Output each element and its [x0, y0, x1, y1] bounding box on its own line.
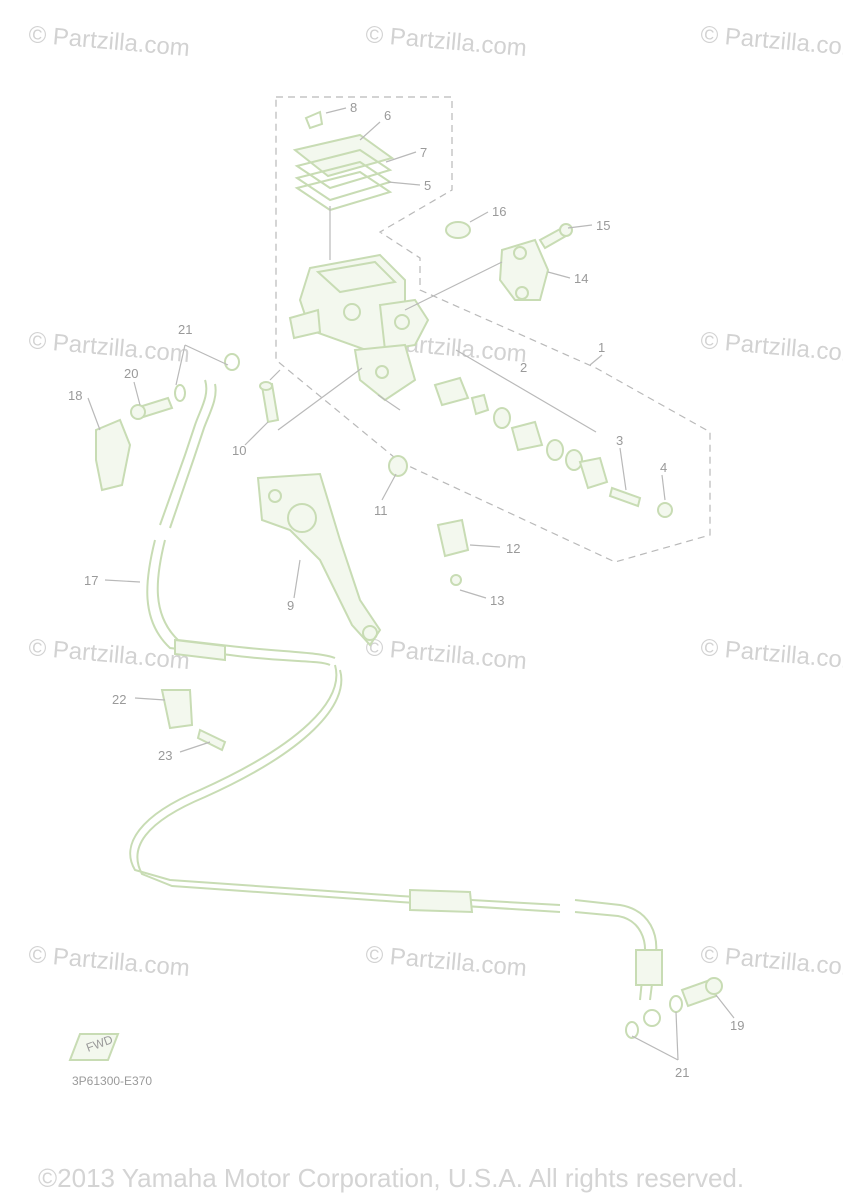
- copyright-notice: ©2013 Yamaha Motor Corporation, U.S.A. A…: [38, 1163, 744, 1193]
- callout-11: 11: [374, 503, 388, 518]
- holder: [498, 238, 550, 301]
- watermark: © Partzilla.com: [364, 634, 527, 675]
- watermark: © Partzilla.com: [364, 21, 527, 62]
- callout-21-top: 21: [178, 322, 192, 337]
- callout-1: 1: [598, 340, 605, 355]
- clutch-lever: [256, 472, 382, 647]
- lever-pivot-bolt: [259, 381, 280, 424]
- holder-bolt: [538, 223, 573, 250]
- callout-19: 19: [730, 1018, 744, 1033]
- hose-holder: [160, 689, 194, 730]
- callout-14: 14: [574, 271, 588, 286]
- diagram-code: 3P61300-E370: [72, 1074, 152, 1088]
- callout-21-bottom: 21: [675, 1065, 689, 1080]
- callout-16: 16: [492, 204, 506, 219]
- gasket-bottom: [625, 995, 683, 1039]
- callout-5: 5: [424, 178, 431, 193]
- watermark-layer: © Partzilla.com © Partzilla.com © Partzi…: [27, 21, 843, 982]
- bleed-screw: [608, 486, 642, 508]
- fwd-arrow-icon: FWD: [68, 1032, 120, 1061]
- callout-18: 18: [68, 388, 82, 403]
- clutch-switch: [436, 518, 470, 558]
- callout-4: 4: [660, 460, 667, 475]
- bushing: [388, 455, 408, 477]
- hose-cover: [95, 418, 132, 492]
- leader-lines: [87, 107, 735, 1061]
- watermark: © Partzilla.com: [699, 327, 843, 368]
- watermark: © Partzilla.com: [27, 327, 190, 368]
- reservoir-plug: [445, 221, 471, 239]
- watermark: © Partzilla.com: [364, 941, 527, 982]
- watermark: © Partzilla.com: [27, 634, 190, 675]
- switch-screw: [450, 574, 462, 586]
- callout-12: 12: [506, 541, 520, 556]
- callout-labels: 8 6 7 5 16 15 14 1 2 21 20 18 10 3 4 11 …: [68, 100, 744, 1080]
- callout-10: 10: [232, 443, 246, 458]
- bleed-cap: [657, 502, 673, 518]
- callout-22: 22: [112, 692, 126, 707]
- callout-2: 2: [520, 360, 527, 375]
- watermark: © Partzilla.com: [27, 941, 190, 982]
- callout-20: 20: [124, 366, 138, 381]
- watermark: © Partzilla.com: [699, 21, 843, 62]
- callout-13: 13: [490, 593, 504, 608]
- clutch-hose: [129, 379, 663, 1027]
- reservoir-cap-group: [292, 110, 395, 212]
- master-cylinder-body: [288, 253, 430, 402]
- callout-7: 7: [420, 145, 427, 160]
- callout-17: 17: [84, 573, 98, 588]
- watermark: © Partzilla.com: [27, 21, 190, 62]
- watermark: © Partzilla.com: [699, 634, 843, 675]
- callout-8: 8: [350, 100, 357, 115]
- callout-23: 23: [158, 748, 172, 763]
- callout-3: 3: [616, 433, 623, 448]
- callout-15: 15: [596, 218, 610, 233]
- holder-screw: [196, 728, 227, 752]
- gasket-top: [174, 353, 240, 402]
- union-bolt-top: [130, 396, 174, 420]
- callout-6: 6: [384, 108, 391, 123]
- callout-9: 9: [287, 598, 294, 613]
- piston-kit: [433, 376, 609, 490]
- union-bolt-bottom: [680, 977, 723, 1008]
- watermark: © Partzilla.com: [699, 941, 843, 982]
